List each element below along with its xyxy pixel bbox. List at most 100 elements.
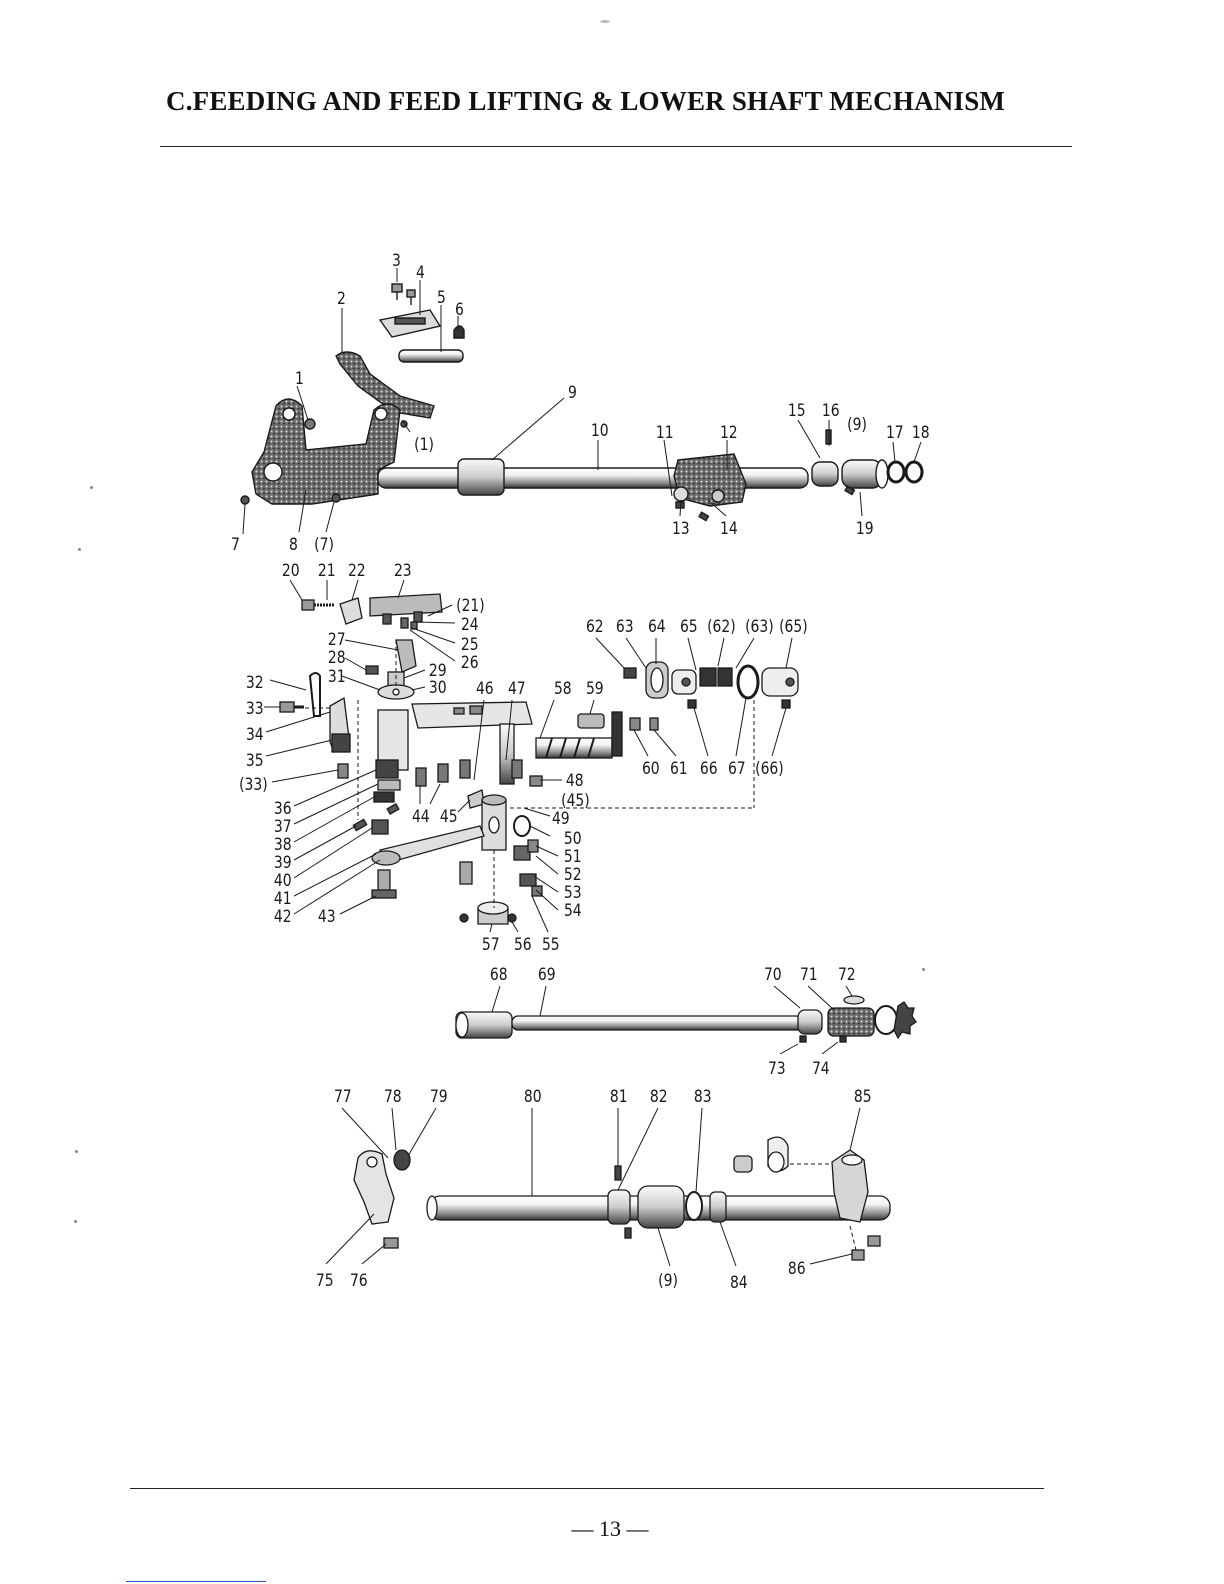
callout-numbers: 1 (1) 2 3 4 5 6 7 (7) 8 9 10 11 12 13 14… bbox=[231, 251, 930, 1293]
callout: 7 bbox=[231, 535, 240, 555]
callout: 42 bbox=[274, 907, 292, 927]
dashed-reference bbox=[300, 640, 755, 908]
callout: 15 bbox=[788, 401, 806, 421]
footer-rule bbox=[130, 1488, 1044, 1489]
page-title: C.FEEDING AND FEED LIFTING & LOWER SHAFT… bbox=[166, 86, 1006, 116]
callout: 43 bbox=[318, 907, 336, 927]
callout: 25 bbox=[461, 635, 479, 655]
callout: 14 bbox=[720, 519, 738, 539]
callout: 6 bbox=[455, 300, 464, 320]
callout: 47 bbox=[508, 679, 526, 699]
callout: 40 bbox=[274, 871, 292, 891]
callout: 1 bbox=[295, 369, 304, 389]
callout: 58 bbox=[554, 679, 572, 699]
feed-crank bbox=[673, 453, 747, 507]
callout: (7) bbox=[314, 535, 334, 555]
callout: 5 bbox=[437, 288, 446, 308]
callout: (45) bbox=[561, 791, 590, 811]
callout: 44 bbox=[412, 807, 430, 827]
callout: 76 bbox=[350, 1271, 368, 1291]
callout: 36 bbox=[274, 799, 292, 819]
callout: (9) bbox=[658, 1271, 678, 1291]
callout: 62 bbox=[586, 617, 604, 637]
callout: 20 bbox=[282, 561, 300, 581]
callout: 61 bbox=[670, 759, 688, 779]
callout: 79 bbox=[430, 1087, 448, 1107]
scan-speck bbox=[922, 968, 925, 971]
gear-71 bbox=[827, 1007, 875, 1037]
leader-lines-hook bbox=[491, 985, 853, 1055]
scan-speck bbox=[78, 548, 81, 551]
callout: 74 bbox=[812, 1059, 830, 1079]
page-number: — 13 — bbox=[571, 1516, 649, 1541]
callout: 9 bbox=[568, 383, 577, 403]
bushing-9c bbox=[637, 1185, 685, 1229]
callout: 19 bbox=[856, 519, 874, 539]
callout: (62) bbox=[707, 617, 736, 637]
callout: (66) bbox=[755, 759, 784, 779]
callout: 80 bbox=[524, 1087, 542, 1107]
callout: 37 bbox=[274, 817, 292, 837]
callout: 2 bbox=[337, 289, 346, 309]
callout: 52 bbox=[564, 865, 582, 885]
callout: 83 bbox=[694, 1087, 712, 1107]
callout: 64 bbox=[648, 617, 666, 637]
feed-lifting-group bbox=[279, 593, 799, 925]
callout: 70 bbox=[764, 965, 782, 985]
callout: 29 bbox=[429, 661, 447, 681]
callout: 30 bbox=[429, 678, 447, 698]
screw-3 bbox=[391, 283, 403, 300]
feed-rock-shaft-group bbox=[240, 283, 924, 522]
callout: 12 bbox=[720, 423, 738, 443]
callout: 82 bbox=[650, 1087, 668, 1107]
callout: 3 bbox=[392, 251, 401, 271]
callout: 72 bbox=[838, 965, 856, 985]
callout: 66 bbox=[700, 759, 718, 779]
hook-shaft-group bbox=[455, 995, 917, 1043]
callout: 51 bbox=[564, 847, 582, 867]
collar-15 bbox=[811, 461, 839, 487]
corner-link-underline bbox=[126, 1581, 266, 1582]
callout: 60 bbox=[642, 759, 660, 779]
callout: 23 bbox=[394, 561, 412, 581]
callout: 38 bbox=[274, 835, 292, 855]
callout: 68 bbox=[490, 965, 508, 985]
scan-speck bbox=[600, 20, 610, 23]
callout: 65 bbox=[680, 617, 698, 637]
callout: 49 bbox=[552, 809, 570, 829]
callout: 78 bbox=[384, 1087, 402, 1107]
scan-speck bbox=[75, 1150, 78, 1153]
callout: 81 bbox=[610, 1087, 628, 1107]
leader-lines-top bbox=[242, 268, 922, 535]
callout: 73 bbox=[768, 1059, 786, 1079]
washer-18 bbox=[904, 460, 924, 484]
collar-70 bbox=[797, 1009, 823, 1035]
callout: 24 bbox=[461, 615, 479, 635]
callout: 28 bbox=[328, 648, 346, 668]
bushing-9 bbox=[457, 458, 505, 496]
callout: (65) bbox=[779, 617, 808, 637]
leader-lines-lower bbox=[325, 1107, 861, 1267]
screw-4 bbox=[406, 289, 416, 305]
callout: (33) bbox=[239, 775, 268, 795]
crank-85 bbox=[831, 1149, 869, 1223]
callout: 18 bbox=[912, 423, 930, 443]
callout: 84 bbox=[730, 1273, 748, 1293]
callout: 10 bbox=[591, 421, 609, 441]
callout: 32 bbox=[246, 673, 264, 693]
leader-lines-middle bbox=[264, 579, 793, 933]
washer-17 bbox=[886, 460, 906, 484]
callout: 39 bbox=[274, 853, 292, 873]
callout: 34 bbox=[246, 725, 264, 745]
callout: 53 bbox=[564, 883, 582, 903]
callout: 67 bbox=[728, 759, 746, 779]
callout: 55 bbox=[542, 935, 560, 955]
shaft-69 bbox=[511, 1015, 803, 1031]
callout: 63 bbox=[616, 617, 634, 637]
callout: 48 bbox=[566, 771, 584, 791]
callout: 13 bbox=[672, 519, 690, 539]
callout: 57 bbox=[482, 935, 500, 955]
callout: 35 bbox=[246, 751, 264, 771]
callout: 85 bbox=[854, 1087, 872, 1107]
callout: 31 bbox=[328, 667, 346, 687]
